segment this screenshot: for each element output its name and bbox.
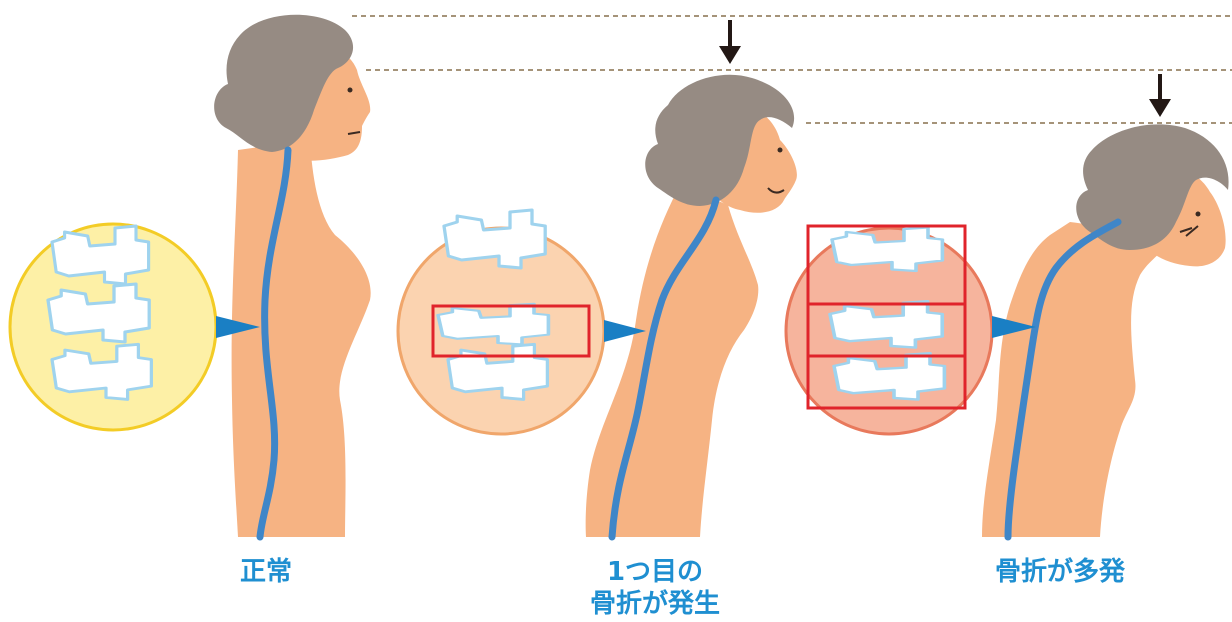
figure-normal xyxy=(214,15,371,537)
eye-multi xyxy=(1196,212,1201,217)
eye-first xyxy=(778,148,783,153)
height-guides xyxy=(352,16,1232,123)
caption-normal: 正常 xyxy=(196,556,336,588)
inset-first-fracture xyxy=(398,210,646,434)
caption-multiple-fractures: 骨折が多発 xyxy=(960,556,1160,588)
body-first xyxy=(586,185,759,537)
eye-normal xyxy=(348,88,353,93)
caption-first-line-1: 1つ目の xyxy=(555,556,755,588)
body-normal xyxy=(232,140,371,537)
caption-first-line-2: 骨折が発生 xyxy=(555,588,755,620)
height-loss-arrow-first xyxy=(719,20,741,64)
caption-normal-line-1: 正常 xyxy=(196,556,336,588)
caption-first-fracture: 1つ目の 骨折が発生 xyxy=(555,556,755,620)
figure-first-fracture xyxy=(586,75,797,537)
caption-multi-line-1: 骨折が多発 xyxy=(960,556,1160,588)
vertebrae-normal xyxy=(48,226,151,399)
height-loss-arrow-multi xyxy=(1149,74,1171,117)
inset-normal xyxy=(10,224,260,430)
